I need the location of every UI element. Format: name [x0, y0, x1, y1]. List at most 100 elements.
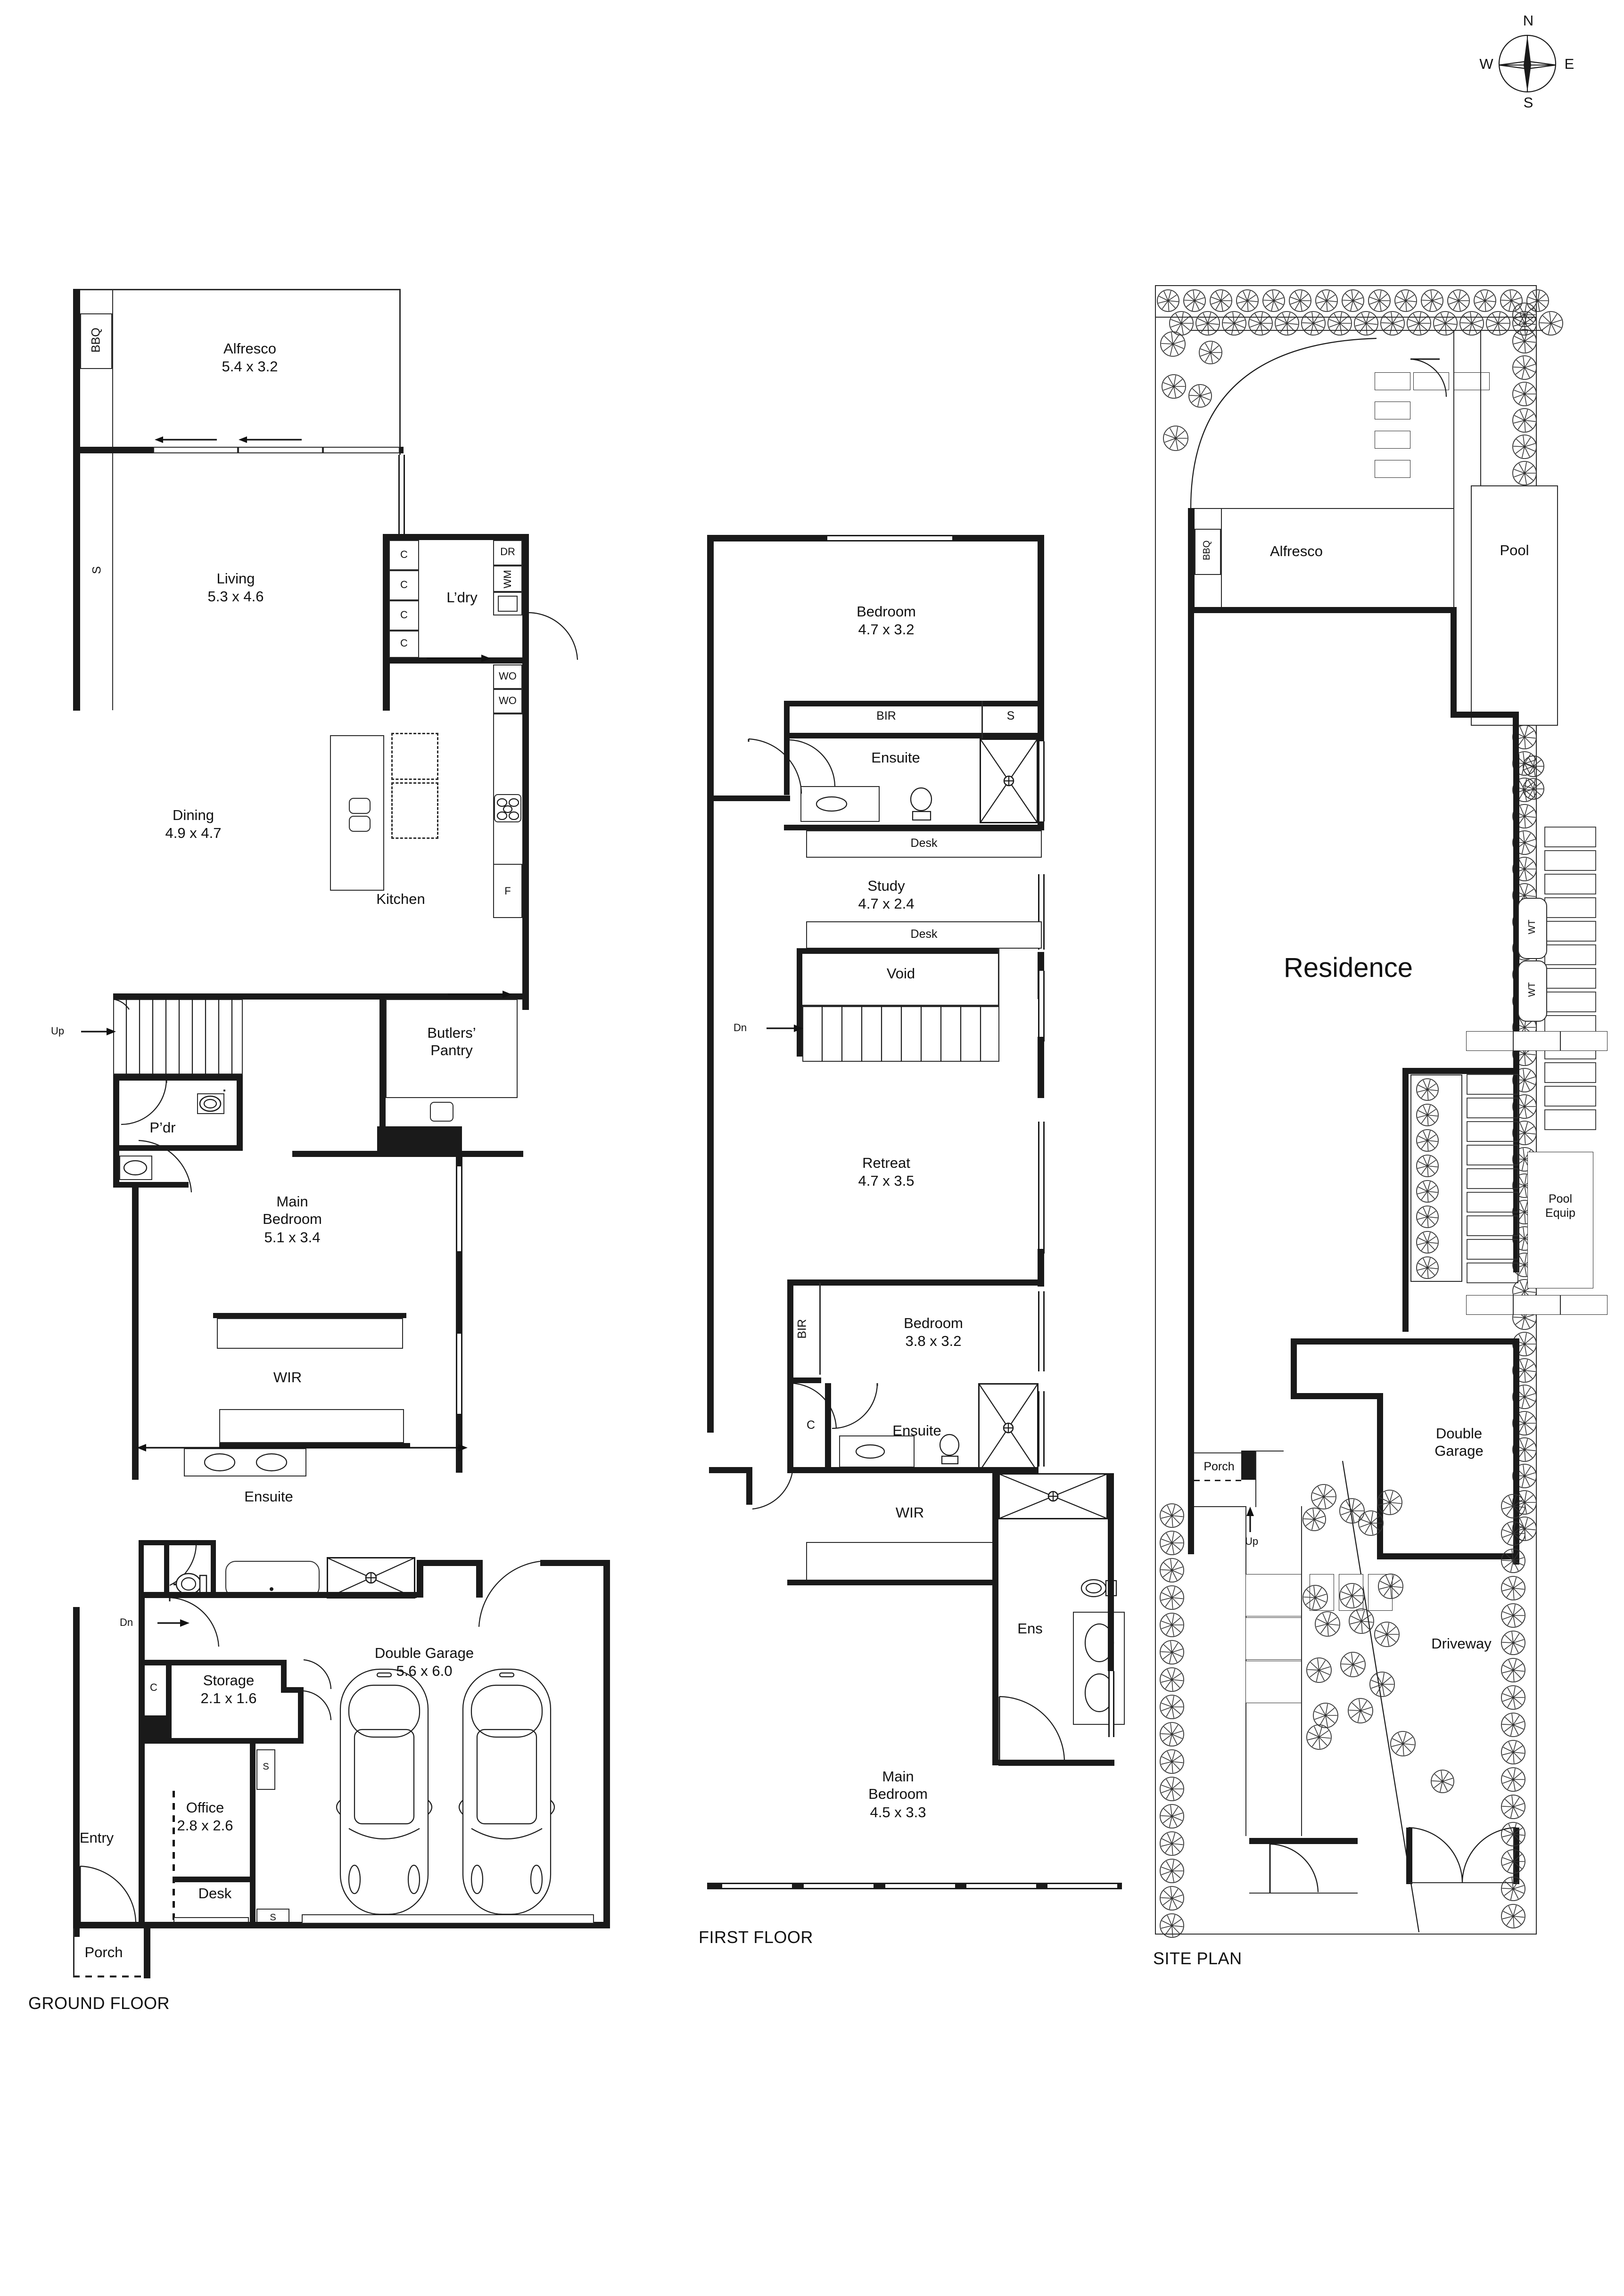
gf-wall — [237, 1074, 243, 1151]
ff-study-dim: 4.7 x 2.4 — [858, 895, 915, 912]
gf-main-bedroom-label: Main Bedroom — [263, 1193, 322, 1227]
gf-washer — [493, 566, 522, 592]
tree-icon — [1160, 1913, 1184, 1938]
gf-garage-label: Double Garage — [374, 1645, 474, 1661]
tree-icon — [1526, 289, 1549, 312]
gf-window — [398, 455, 405, 534]
ff-ensuite1-vanity — [800, 786, 880, 822]
sp-wall — [1402, 1068, 1519, 1074]
tree-icon — [1523, 778, 1544, 800]
planter-box — [1467, 1263, 1518, 1283]
ff-bedroom1-label: Bedroom — [857, 603, 916, 620]
ff-main-bedroom-dim: 4.5 x 3.3 — [870, 1804, 926, 1820]
sp-wall — [1291, 1393, 1383, 1399]
gf-garage-dim: 5.6 x 6.0 — [396, 1663, 453, 1679]
gf-cooktop — [494, 794, 521, 822]
gf-wall — [540, 1560, 610, 1566]
sp-wall — [1194, 1452, 1246, 1453]
sp-rear-outline — [1453, 330, 1543, 331]
gf-car-right-icon — [458, 1668, 555, 1915]
tree-icon — [1368, 289, 1391, 312]
tree-icon — [1501, 1740, 1525, 1764]
sp-wall — [1188, 508, 1195, 612]
sp-paver — [1466, 1295, 1513, 1315]
tree-icon — [1306, 1724, 1332, 1750]
tree-icon — [1501, 1904, 1525, 1928]
gf-wir-label: WIR — [273, 1369, 302, 1386]
tree-icon — [1369, 1672, 1395, 1697]
sp-boundary — [1155, 1934, 1537, 1935]
gf-wall — [164, 1540, 169, 1592]
tree-icon — [1162, 374, 1186, 399]
ff-window — [1108, 1671, 1114, 1737]
sp-wall — [1291, 1338, 1297, 1399]
gf-wall — [522, 661, 529, 1010]
ff-wall — [707, 535, 714, 1433]
tree-icon — [1160, 1831, 1184, 1856]
tree-icon — [1160, 1585, 1184, 1610]
gf-office-opening-dashed — [173, 1791, 175, 1927]
ff-bedroom2-label: Bedroom — [904, 1315, 963, 1331]
tree-icon — [1501, 1767, 1525, 1792]
tree-icon — [1339, 1583, 1365, 1608]
gf-porch-dashed-edge — [73, 1976, 144, 1977]
gf-laundry-label: L’dry — [446, 589, 478, 606]
sp-wall — [1402, 1068, 1409, 1332]
gf-wall — [281, 1660, 287, 1691]
ff-wall — [746, 1467, 752, 1505]
tree-icon — [1275, 311, 1299, 336]
gf-storage-dim: 2.1 x 1.6 — [200, 1690, 257, 1706]
tree-icon — [1340, 1652, 1366, 1677]
ff-wall — [787, 1467, 1039, 1473]
tree-icon — [1501, 1713, 1525, 1737]
gf-cupboard-label-c: C — [400, 609, 408, 621]
tree-icon — [1327, 311, 1352, 336]
planter-box — [1544, 1062, 1596, 1083]
gf-title: GROUND FLOOR — [28, 1993, 170, 2013]
gf-window — [456, 1166, 462, 1251]
gf-fridge — [493, 864, 522, 918]
sp-paving-edge — [1410, 1074, 1411, 1282]
gf-wir-robe — [217, 1318, 403, 1349]
tree-icon — [1416, 1256, 1439, 1279]
ff-wall — [992, 1473, 998, 1765]
planter-box — [1544, 921, 1596, 942]
tree-icon — [1301, 311, 1326, 336]
sp-wall — [1451, 607, 1457, 718]
tree-icon — [1380, 311, 1405, 336]
gf-office-switch-s — [256, 1749, 275, 1790]
gf-wall — [80, 1922, 150, 1928]
tree-icon — [1377, 1490, 1402, 1515]
sp-stepping-stone — [1375, 460, 1410, 478]
tree-icon — [1501, 1795, 1525, 1819]
gf-wall — [211, 1540, 216, 1592]
gf-dining-table — [391, 733, 438, 780]
gf-side-label-s: S — [90, 566, 104, 574]
gf-wall — [417, 1560, 423, 1598]
ff-study-label: Study — [867, 877, 905, 894]
gf-wall — [383, 534, 390, 711]
gf-wall — [144, 1922, 150, 1978]
ff-wall — [784, 825, 1044, 830]
ff-window — [966, 1883, 1036, 1889]
tree-icon — [1394, 289, 1417, 312]
tree-icon — [1313, 1703, 1338, 1728]
tree-icon — [1163, 426, 1188, 451]
gf-kitchen-sink-bowl — [349, 798, 371, 814]
gf-wall — [417, 1560, 483, 1566]
ff-wall — [787, 1279, 1044, 1286]
gf-fridge-label: F — [504, 885, 511, 897]
tree-icon — [1374, 1622, 1400, 1647]
gf-cupboard — [389, 540, 419, 570]
tree-icon — [1416, 1205, 1439, 1228]
tree-icon — [1501, 1658, 1525, 1682]
tree-icon — [1315, 1611, 1340, 1637]
gf-staircase — [113, 999, 243, 1074]
tree-icon — [1349, 1608, 1374, 1634]
gf-sliding-door-panel — [238, 447, 323, 453]
gf-wall — [173, 1877, 256, 1882]
tree-icon — [1501, 1877, 1525, 1901]
gf-bbq-label: BBQ — [89, 328, 103, 353]
tree-icon — [1390, 1731, 1416, 1756]
gf-wall — [113, 1151, 119, 1188]
